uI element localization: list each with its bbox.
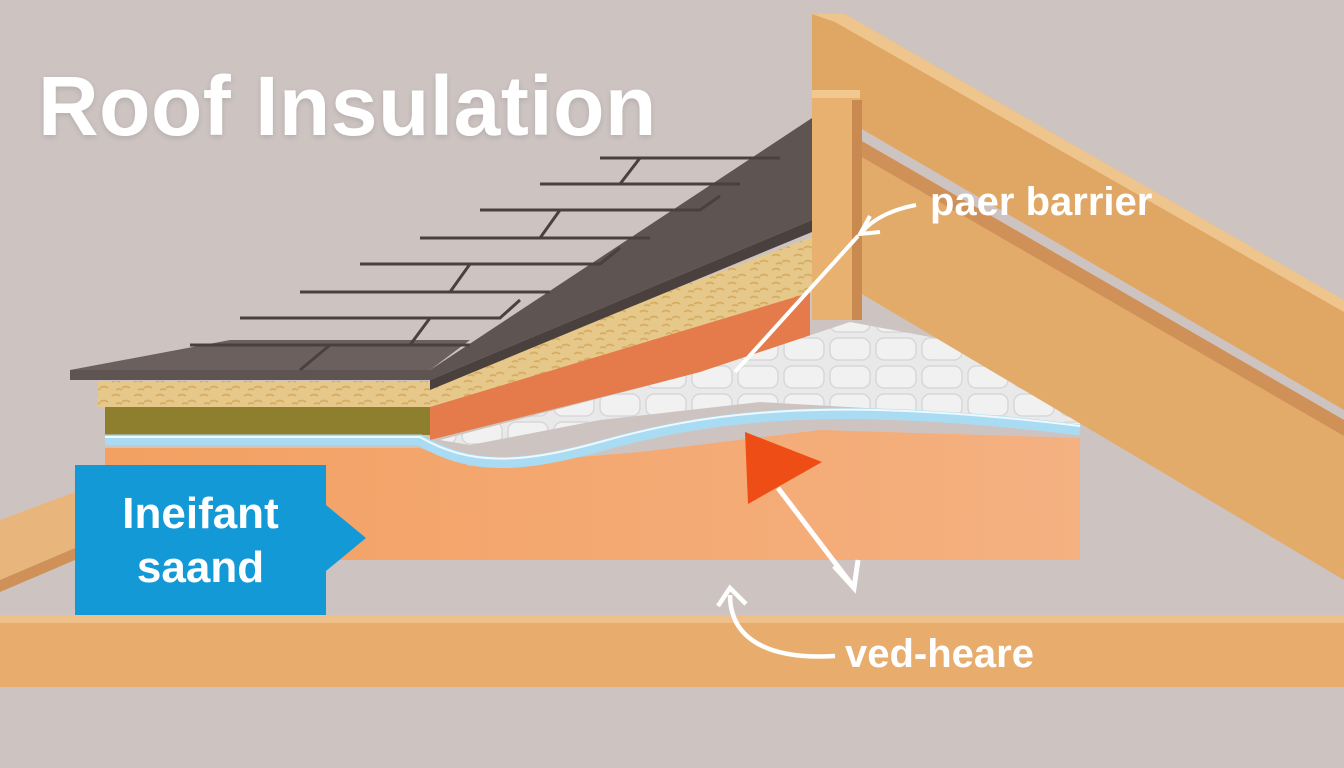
triangle-arrow-icon — [745, 432, 822, 504]
vent-arrow — [727, 594, 836, 659]
vapor-barrier-label: paer barrier — [930, 180, 1153, 224]
shingle-lines — [190, 156, 780, 372]
callout-pointer — [326, 505, 366, 571]
ceiling-beam — [0, 615, 1344, 687]
callout-label: Ineifant saand — [122, 489, 279, 592]
olive-layer — [105, 407, 430, 435]
roof-shingles — [70, 118, 812, 380]
diagram-title: Roof Insulation — [38, 59, 657, 153]
rafter-beam — [812, 14, 1344, 410]
vent-label: ved-heare — [845, 632, 1034, 676]
inner-rafter — [855, 140, 1344, 580]
mineral-wool — [440, 322, 1080, 445]
eave-board — [0, 492, 75, 580]
blue-membrane — [105, 408, 1081, 468]
curved-arrow-icon — [716, 584, 748, 608]
curved-arrow-icon — [856, 215, 881, 237]
callout-box: Ineifant saand — [75, 465, 326, 615]
